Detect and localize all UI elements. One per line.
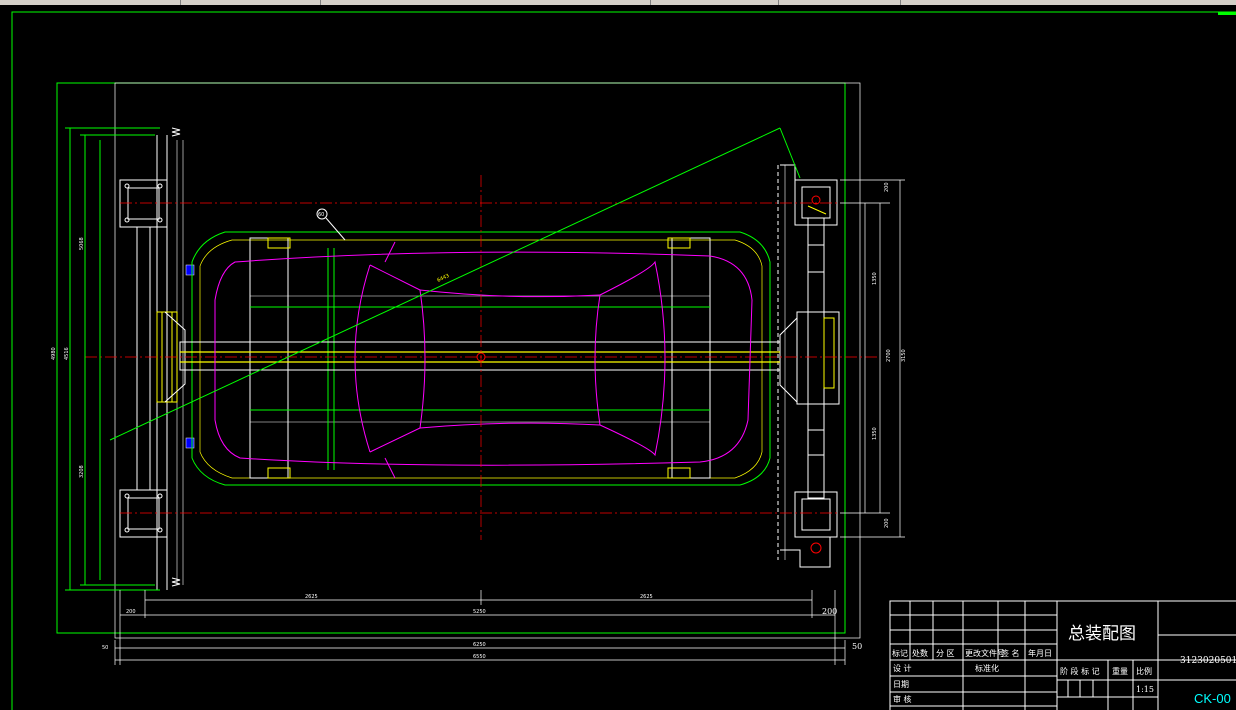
right-dimensions — [840, 179, 905, 538]
right-column — [777, 164, 840, 568]
outer-frame-white — [114, 82, 861, 639]
part-balloon — [316, 208, 328, 220]
scale-value: 1:15 — [1136, 685, 1154, 694]
dim-5250: 5250 — [473, 609, 486, 615]
drawing-title: 总装配图 — [1068, 624, 1136, 644]
title-block — [889, 600, 1236, 710]
header-cell-date: 年月日 — [1028, 648, 1052, 658]
outer-frame — [56, 82, 846, 634]
dim-diagonal: 6443 — [436, 273, 450, 284]
left-column — [119, 127, 195, 590]
toolbar-segment — [180, 0, 321, 5]
toolbar-strip — [0, 0, 1236, 5]
left-dimensions — [65, 127, 160, 591]
toolbar-segment — [320, 0, 651, 5]
header-cell-doc: 更改文件号 — [965, 648, 1005, 658]
header-cell-mark: 标记 — [892, 648, 908, 658]
row-label-review: 审 核 — [893, 694, 912, 704]
toolbar-segment — [650, 0, 779, 5]
dim-5068: 5068 — [79, 237, 85, 250]
dim-200-right: 200 — [822, 607, 837, 616]
weight-label: 重量 — [1112, 666, 1128, 676]
dim-3150: 3150 — [901, 349, 907, 362]
scale-label: 比例 — [1136, 666, 1152, 676]
drawing-code: CK-00 — [1194, 691, 1231, 706]
row-label-design: 设 计 — [893, 663, 912, 673]
std-label: 标准化 — [975, 663, 999, 673]
dim-4516: 4516 — [64, 347, 70, 360]
balloon-number: 60 — [318, 212, 324, 218]
header-cell-zone: 分 区 — [936, 649, 955, 658]
center-mark — [476, 352, 486, 362]
balloon-leader — [325, 217, 346, 241]
lift-platform — [179, 231, 781, 486]
dim-200-bottom: 200 — [884, 518, 890, 528]
dim-50-left: 50 — [102, 645, 108, 651]
stage-label: 阶 段 标 记 — [1060, 666, 1100, 676]
vehicle-outline — [214, 241, 753, 479]
toolbar-segment — [778, 0, 901, 5]
dim-200-left: 200 — [126, 609, 136, 615]
dim-50-right: 50 — [852, 642, 862, 651]
drawing-border — [11, 11, 1236, 710]
header-cell-sign: 签 名 — [1001, 648, 1020, 658]
toolbar-segment — [0, 0, 181, 5]
drawing-number: 3123020501 — [1180, 656, 1236, 666]
header-cell-count: 处数 — [912, 648, 928, 658]
centerlines — [85, 175, 880, 540]
dim-200-top: 200 — [884, 182, 890, 192]
dim-2625-right: 2625 — [640, 594, 653, 600]
diagonal-line-end — [779, 127, 801, 179]
dim-3208: 3208 — [79, 465, 85, 478]
dim-4980: 4980 — [51, 347, 57, 360]
dim-2700: 2700 — [886, 349, 892, 362]
dim-6550: 6550 — [473, 654, 486, 660]
bottom-dimensions — [114, 590, 846, 665]
border-corner-mark — [1218, 12, 1236, 15]
diagonal-line — [109, 127, 781, 441]
dim-6250: 6250 — [473, 642, 486, 648]
dim-1350-top: 1350 — [872, 272, 878, 285]
dim-2625-left: 2625 — [305, 594, 318, 600]
row-label-date: 日期 — [893, 680, 909, 689]
dim-1350-bottom: 1350 — [872, 427, 878, 440]
